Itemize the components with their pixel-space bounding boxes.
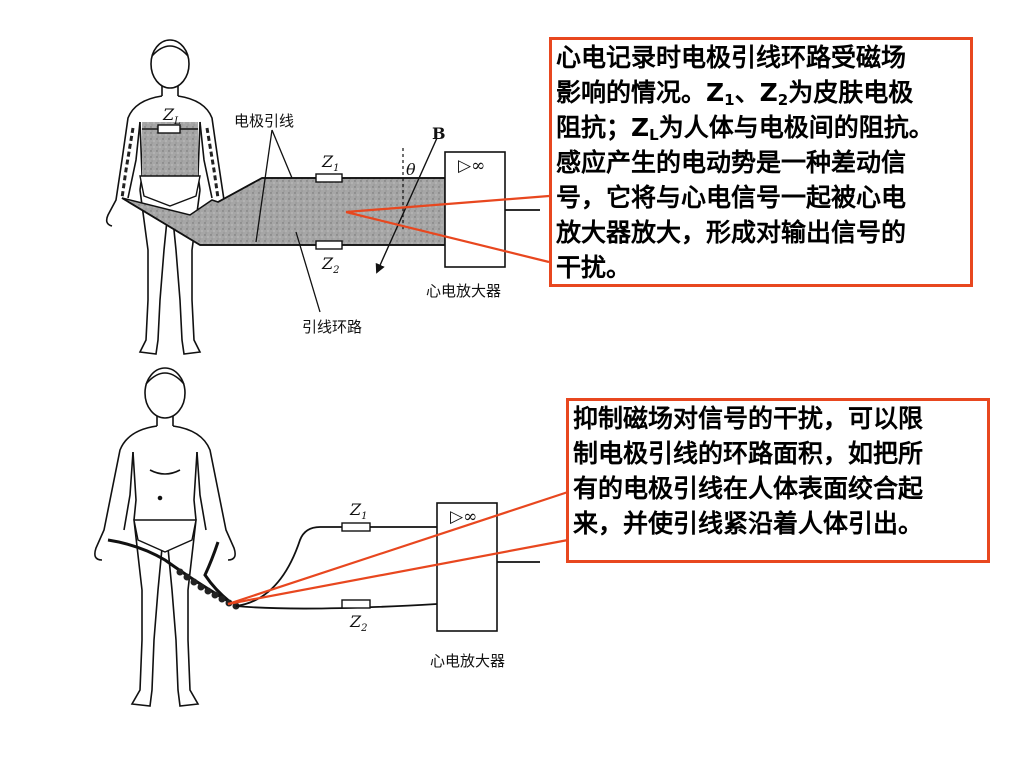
z2-resistor-top: [315, 240, 343, 250]
z2-label-top: Z2: [322, 254, 340, 277]
callout1-pointer-b: [345, 210, 550, 264]
callout-box-suppression: 抑制磁场对信号的干扰，可以限 制电极引线的环路面积，如把所 有的电极引线在人体表…: [566, 398, 990, 563]
right-arm-lead: [205, 127, 220, 199]
bottom-upper-lead: [235, 526, 437, 607]
top-human-figure: [105, 39, 235, 355]
z1-resistor-top: [315, 173, 343, 183]
b-field-arrow: [375, 137, 438, 274]
loop-label-pointer: [295, 231, 321, 313]
callout-box-magnetic-interference: 心电记录时电极引线环路受磁场 影响的情况。Z1、Z2为皮肤电极 阻抗；ZL为人体…: [549, 37, 973, 287]
top-briefs: [139, 175, 201, 207]
callout1-line-6: 放大器放大，形成对输出信号的: [556, 218, 907, 247]
theta-label: θ: [406, 160, 416, 179]
lead-loop-label: 引线环路: [302, 318, 363, 336]
bottom-human-figure: [94, 367, 236, 707]
amplifier-label-top: 心电放大器: [426, 282, 502, 300]
callout2-line-1: 抑制磁场对信号的干扰，可以限: [573, 404, 924, 433]
z1-label-bottom: Z1: [350, 500, 368, 523]
upper-lead-wire: [217, 177, 445, 203]
amp-symbol-bottom: ▷∞: [450, 507, 478, 527]
callout1-line-4: 感应产生的电动势是一种差动信: [556, 148, 907, 177]
zl-label: ZL: [163, 105, 181, 128]
callout1-line-3: 阻抗；ZL为人体与电极间的阻抗。: [556, 113, 934, 144]
z1-resistor-bottom: [341, 522, 371, 532]
callout2-line-2: 制电极引线的环路面积，如把所: [573, 439, 924, 468]
z1-label-top: Z1: [322, 152, 340, 175]
z2-label-bottom: Z2: [350, 612, 368, 635]
lead-label-pointer-2: [271, 129, 293, 179]
z2-resistor-bottom: [341, 599, 371, 609]
callout1-pointer-a: [345, 194, 550, 214]
callout1-line-7: 干扰。: [556, 253, 632, 282]
twisted-lead-beads: [176, 568, 240, 610]
bottom-briefs: [133, 519, 197, 553]
callout2-pointer-b: [227, 538, 569, 606]
twisted-lead-left: [107, 538, 231, 604]
callout2-pointer-a: [227, 490, 569, 606]
lower-lead-wire: [121, 197, 445, 246]
callout1-line-2: 影响的情况。Z1、Z2为皮肤电极: [556, 78, 914, 109]
callout2-line-3: 有的电极引线在人体表面绞合起: [573, 474, 924, 503]
twisted-lead-right: [203, 541, 231, 604]
amp-symbol-top: ▷∞: [458, 156, 486, 176]
callout1-line-5: 号，它将与心电信号一起被心电: [556, 183, 907, 212]
amplifier-label-bottom: 心电放大器: [430, 652, 506, 670]
callout2-line-4: 来，并使引线紧沿着人体引出。: [573, 509, 924, 538]
lead-label-pointer-1: [255, 129, 273, 243]
b-field-label: B: [432, 124, 446, 143]
callout1-line-1: 心电记录时电极引线环路受磁场: [556, 43, 907, 72]
lead-wire-label: 电极引线: [234, 112, 295, 130]
left-arm-lead: [120, 127, 135, 199]
bottom-lower-lead: [235, 603, 438, 610]
